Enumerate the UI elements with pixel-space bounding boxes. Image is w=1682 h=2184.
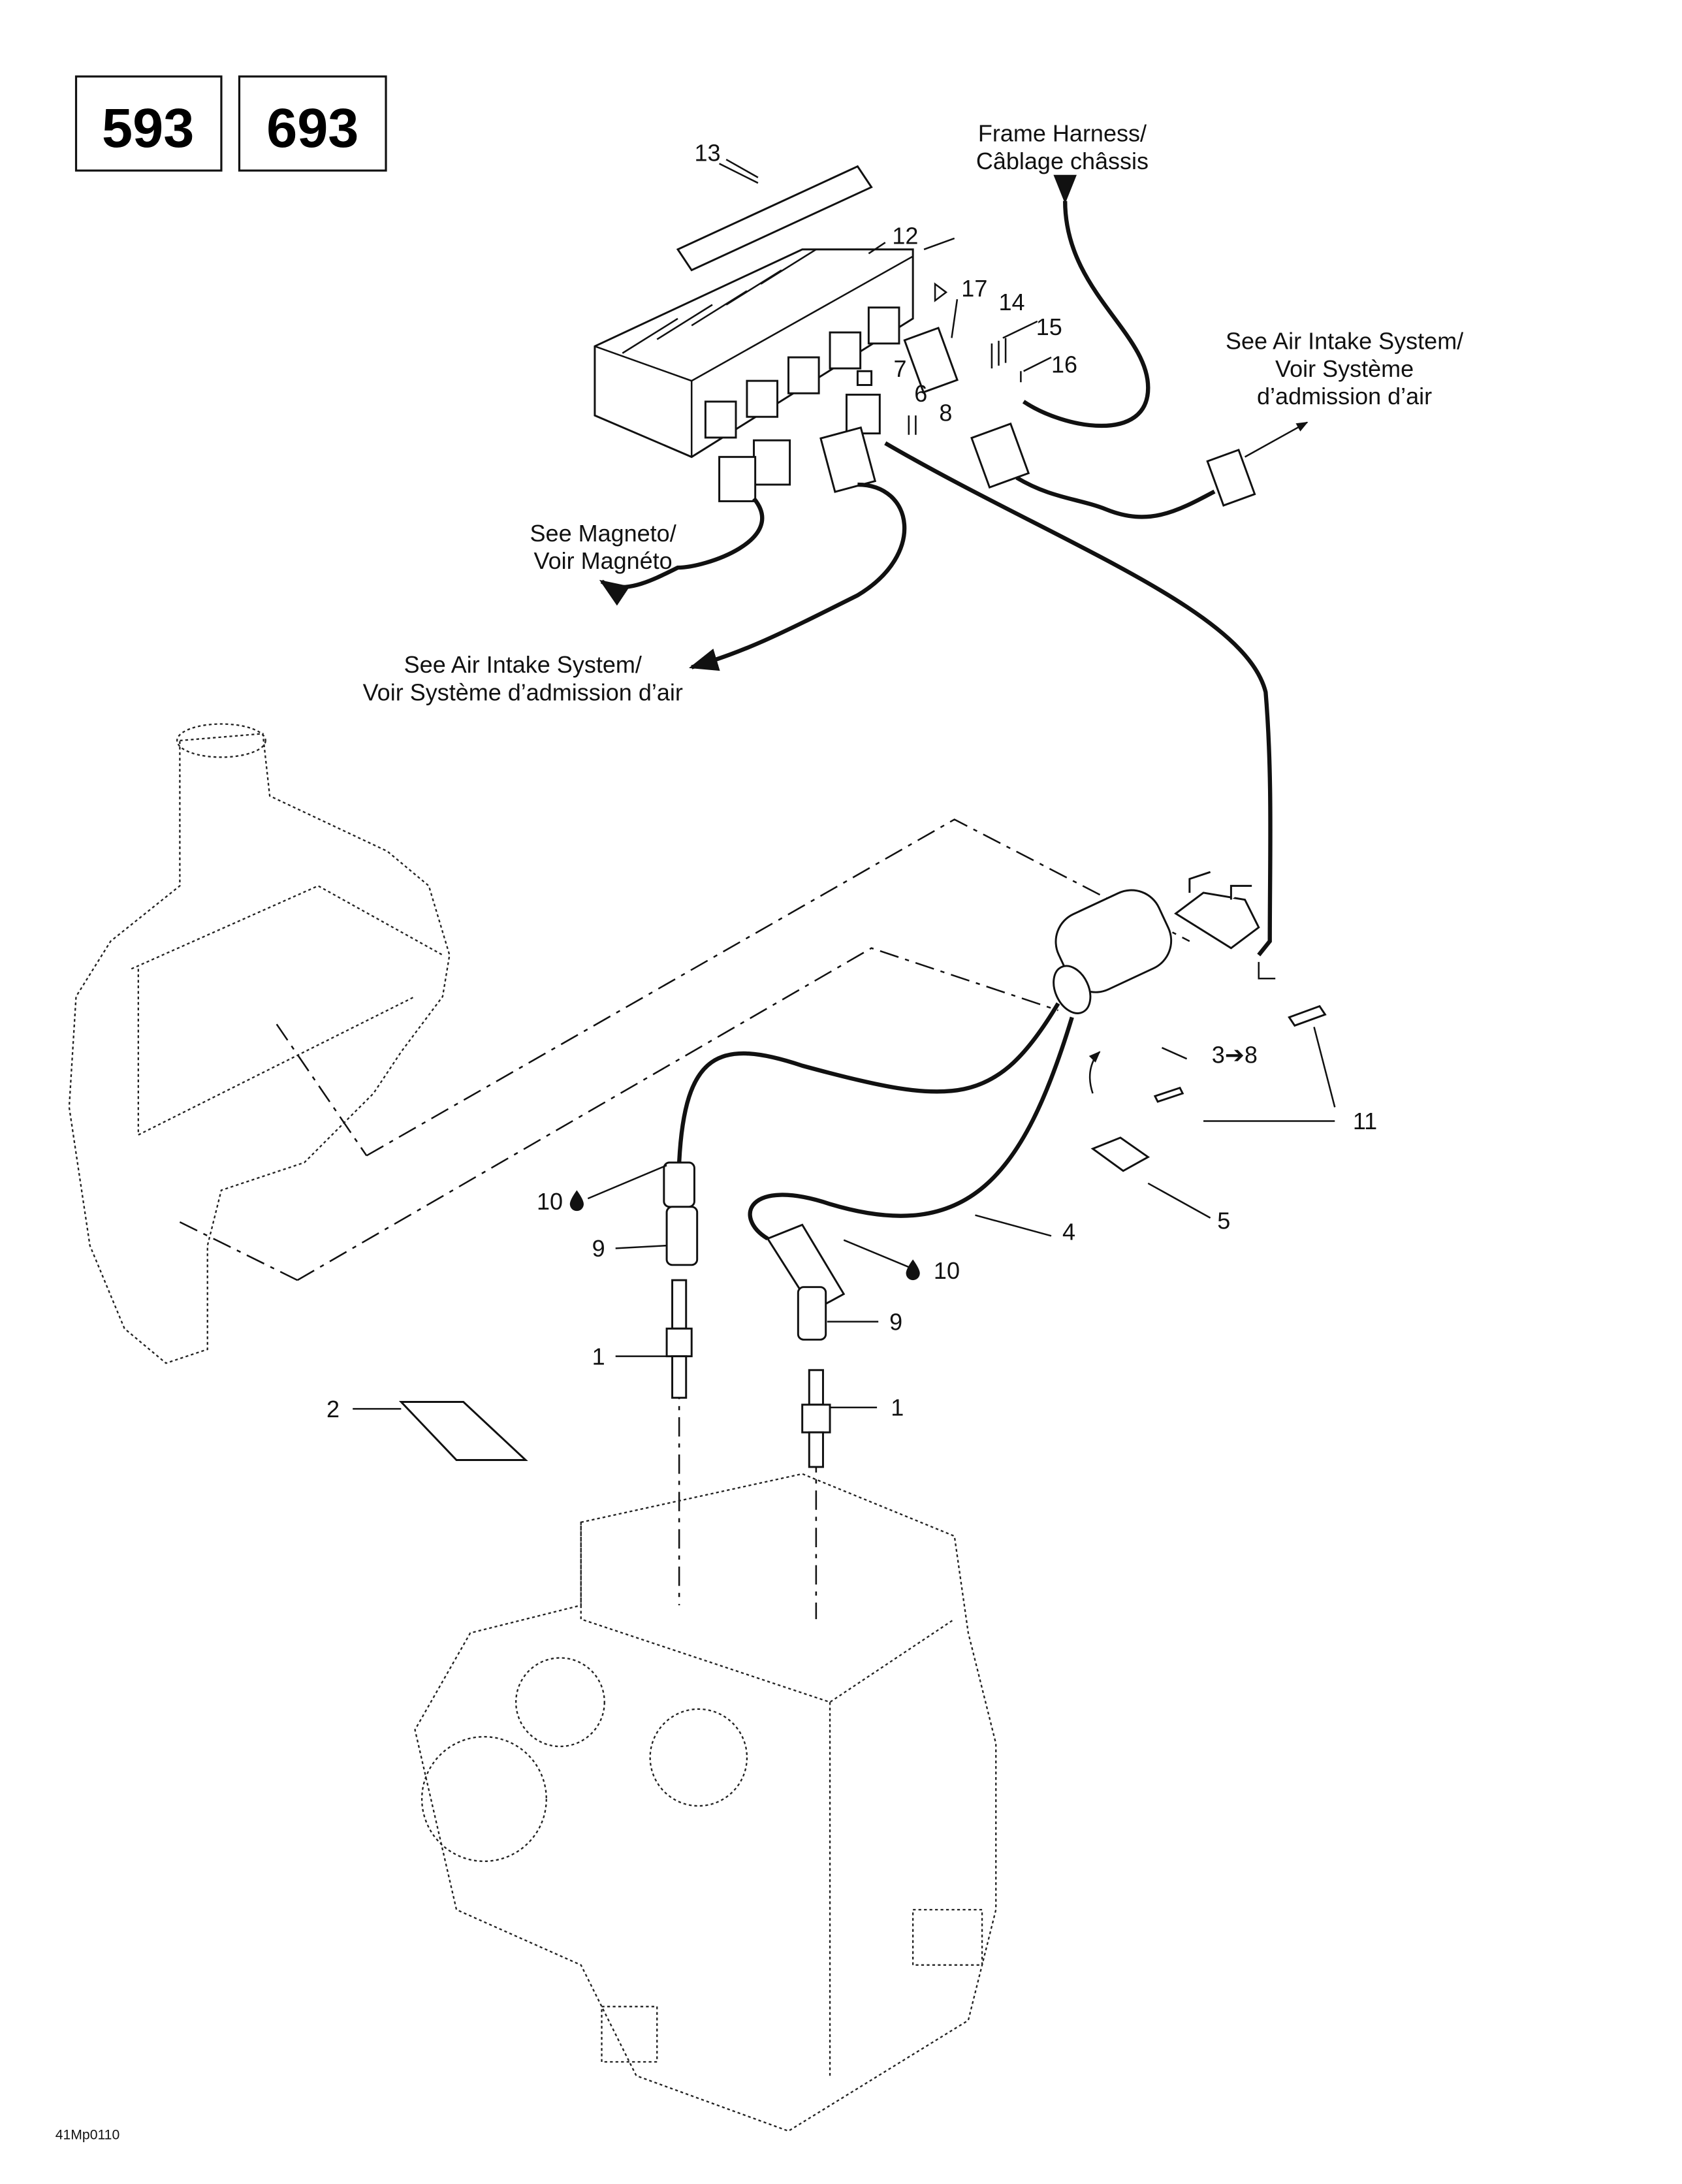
ignition-coil-part-3 [1053,871,1276,1014]
decal-part-13 [676,163,873,272]
spark-plug-cap-part-9 [663,1161,695,1208]
svg-text:See Air Intake System/: See Air Intake System/ [1226,327,1463,354]
svg-text:14: 14 [999,289,1025,315]
svg-text:13: 13 [694,139,720,166]
engine-outline [414,1473,997,2132]
model-box-693: 693 [238,75,387,172]
svg-text:d’admission d’air: d’admission d’air [1257,383,1432,410]
svg-text:9: 9 [592,1235,605,1262]
air-intake-callout-left: See Air Intake System/ Voir Système d’ad… [363,651,683,705]
svg-text:5: 5 [1217,1208,1230,1234]
svg-text:4: 4 [1062,1219,1075,1245]
part-number-labels: 13 12 17 14 15 16 7 6 8 3➔8 11 4 5 10 10… [326,139,1377,1422]
svg-text:16: 16 [1051,351,1077,377]
svg-text:9: 9 [889,1308,902,1335]
svg-text:17: 17 [961,275,987,302]
svg-text:See Air Intake System/: See Air Intake System/ [404,651,642,678]
oil-tank-outline [68,723,451,1364]
svg-text:3➔8: 3➔8 [1212,1042,1258,1068]
svg-text:Voir Système: Voir Système [1275,355,1414,382]
svg-text:8: 8 [939,400,952,426]
label-part-2 [398,1401,528,1461]
svg-text:See Magneto/: See Magneto/ [530,520,676,547]
svg-text:12: 12 [892,222,918,249]
ecu-module-part-12 [594,248,914,458]
svg-text:1: 1 [891,1394,904,1421]
figure-code: 41Mp0110 [56,2128,120,2143]
frame-harness-callout: Frame Harness/ Câblage châssis [976,120,1149,174]
svg-text:1: 1 [592,1343,605,1370]
oil-drop-icon [569,1190,584,1212]
svg-text:15: 15 [1036,313,1062,340]
svg-text:Voir Système d’admission d’air: Voir Système d’admission d’air [363,679,683,705]
svg-text:Voir Magnéto: Voir Magnéto [534,547,673,574]
frame-harness-wire [1022,174,1150,428]
oil-drop-icon [906,1259,920,1281]
svg-text:Frame Harness/: Frame Harness/ [978,120,1147,147]
magneto-callout: See Magneto/ Voir Magnéto [530,520,676,574]
svg-text:10: 10 [934,1257,960,1284]
svg-text:593: 593 [102,97,194,159]
svg-text:2: 2 [326,1396,340,1422]
svg-text:693: 693 [266,97,358,159]
svg-text:10: 10 [537,1188,563,1215]
svg-text:7: 7 [894,355,907,382]
model-box-593: 593 [74,75,223,172]
spark-plug-part-1 [665,1279,831,1468]
svg-text:6: 6 [914,380,927,407]
svg-text:11: 11 [1353,1108,1377,1134]
svg-text:Câblage châssis: Câblage châssis [976,148,1149,174]
connector-parts [718,282,1256,507]
air-intake-callout-right: See Air Intake System/ Voir Système d’ad… [1226,327,1463,410]
